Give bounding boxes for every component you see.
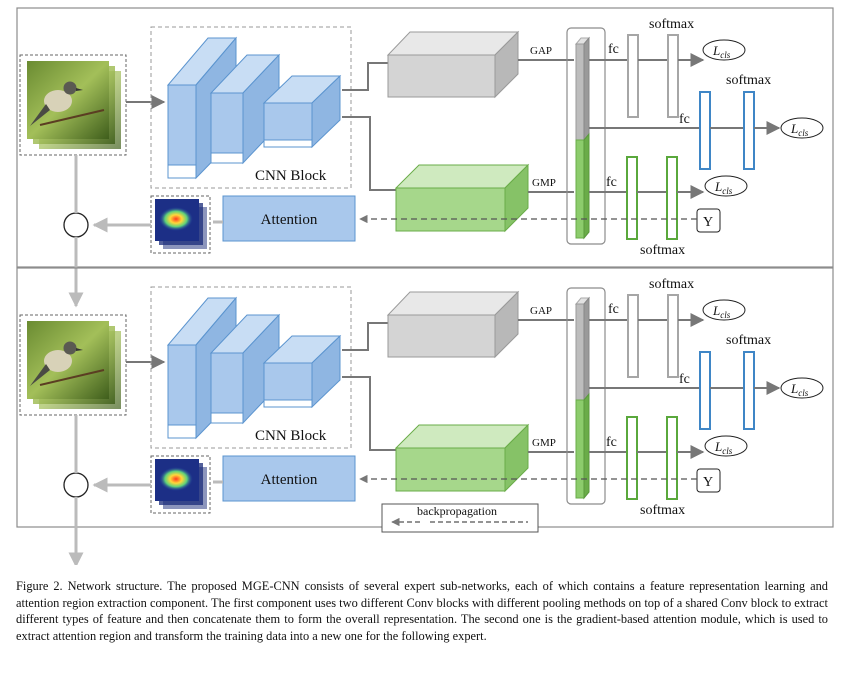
label-y-box: Y	[696, 208, 721, 233]
cnn-block-label: CNN Block	[255, 428, 327, 444]
gap-conv-block	[386, 30, 520, 99]
gap-label: GAP	[530, 305, 552, 317]
fc-label-mid: fc	[679, 112, 690, 127]
softmax-label-top: softmax	[649, 277, 694, 292]
svg-text:Attention: Attention	[261, 472, 318, 488]
svg-text:Y: Y	[703, 215, 713, 230]
loss-cls-mid: Lcls	[780, 117, 824, 139]
fc-layer-gap	[627, 294, 639, 378]
fc-label-top: fc	[608, 42, 619, 57]
attention-box: Attention	[222, 195, 356, 242]
gmp-conv-block	[394, 163, 530, 233]
softmax-layer-concat	[743, 91, 755, 170]
loss-cls-mid: Lcls	[780, 377, 824, 399]
svg-text:Lcls: Lcls	[714, 439, 733, 456]
gmp-conv-block	[394, 423, 530, 493]
svg-text:Y: Y	[703, 475, 713, 490]
softmax-label-top: softmax	[649, 17, 694, 32]
expert-subnetwork-1: CNN Block GAP GMP	[16, 7, 834, 308]
softmax-layer-concat	[743, 351, 755, 430]
loss-cls-bottom: Lcls	[704, 175, 748, 197]
fc-layer-gmp	[626, 416, 638, 500]
input-image-stack	[19, 54, 127, 156]
cnn-block-label: CNN Block	[255, 168, 327, 184]
gap-label: GAP	[530, 45, 552, 57]
bird-icon	[30, 341, 105, 386]
gmp-label: GMP	[532, 177, 556, 189]
fc-label-bottom: fc	[606, 435, 617, 450]
loss-cls-bottom: Lcls	[704, 435, 748, 457]
conv-layer-3	[262, 334, 342, 409]
input-image-stack	[19, 314, 127, 416]
expert-subnetwork-2: CNN Block GAP GMP	[16, 267, 834, 565]
loss-cls-top: Lcls	[702, 299, 746, 321]
fc-layer-gap	[627, 34, 639, 118]
svg-text:Lcls: Lcls	[714, 179, 733, 196]
softmax-label-bottom: softmax	[640, 503, 685, 518]
figure-caption: Figure 2. Network structure. The propose…	[16, 579, 828, 643]
backprop-legend: backpropagation	[381, 503, 539, 533]
gmp-label: GMP	[532, 437, 556, 449]
softmax-layer-gmp	[666, 156, 678, 240]
fc-label-top: fc	[608, 302, 619, 317]
fc-layer-concat	[699, 351, 711, 430]
network-structure-figure: CNN Block GAP GMP	[16, 7, 834, 565]
conv-layer-3	[262, 74, 342, 149]
concatenated-feature-vector	[574, 296, 591, 500]
conv-layer-2	[209, 53, 281, 165]
softmax-label-mid: softmax	[726, 333, 771, 348]
concat-feature-frame	[566, 27, 606, 245]
conv-layer-2	[209, 313, 281, 425]
fc-layer-concat	[699, 91, 711, 170]
attention-box: Attention	[222, 455, 356, 502]
attention-heatmap-stack	[150, 455, 211, 514]
loss-cls-top: Lcls	[702, 39, 746, 61]
fc-layer-gmp	[626, 156, 638, 240]
concatenated-feature-vector	[574, 36, 591, 240]
gap-conv-block	[386, 290, 520, 359]
svg-text:Attention: Attention	[261, 212, 318, 228]
svg-text:Lcls: Lcls	[790, 381, 809, 398]
concat-feature-frame	[566, 287, 606, 505]
elementwise-op-circle	[63, 212, 89, 238]
softmax-label-mid: softmax	[726, 73, 771, 88]
label-y-box: Y	[696, 468, 721, 493]
panel-frame	[16, 7, 834, 268]
softmax-layer-gmp	[666, 416, 678, 500]
cnn-block-frame	[150, 26, 352, 189]
fc-label-bottom: fc	[606, 175, 617, 190]
softmax-layer-gap	[667, 34, 679, 118]
cnn-block-frame	[150, 286, 352, 449]
attention-heatmap-stack	[150, 195, 211, 254]
bird-icon	[30, 81, 105, 126]
softmax-layer-gap	[667, 294, 679, 378]
softmax-label-bottom: softmax	[640, 243, 685, 258]
svg-text:Lcls: Lcls	[790, 121, 809, 138]
fc-label-mid: fc	[679, 372, 690, 387]
svg-text:Lcls: Lcls	[712, 43, 731, 60]
elementwise-op-circle	[63, 472, 89, 498]
svg-text:Lcls: Lcls	[712, 303, 731, 320]
backprop-label: backpropagation	[417, 504, 497, 518]
